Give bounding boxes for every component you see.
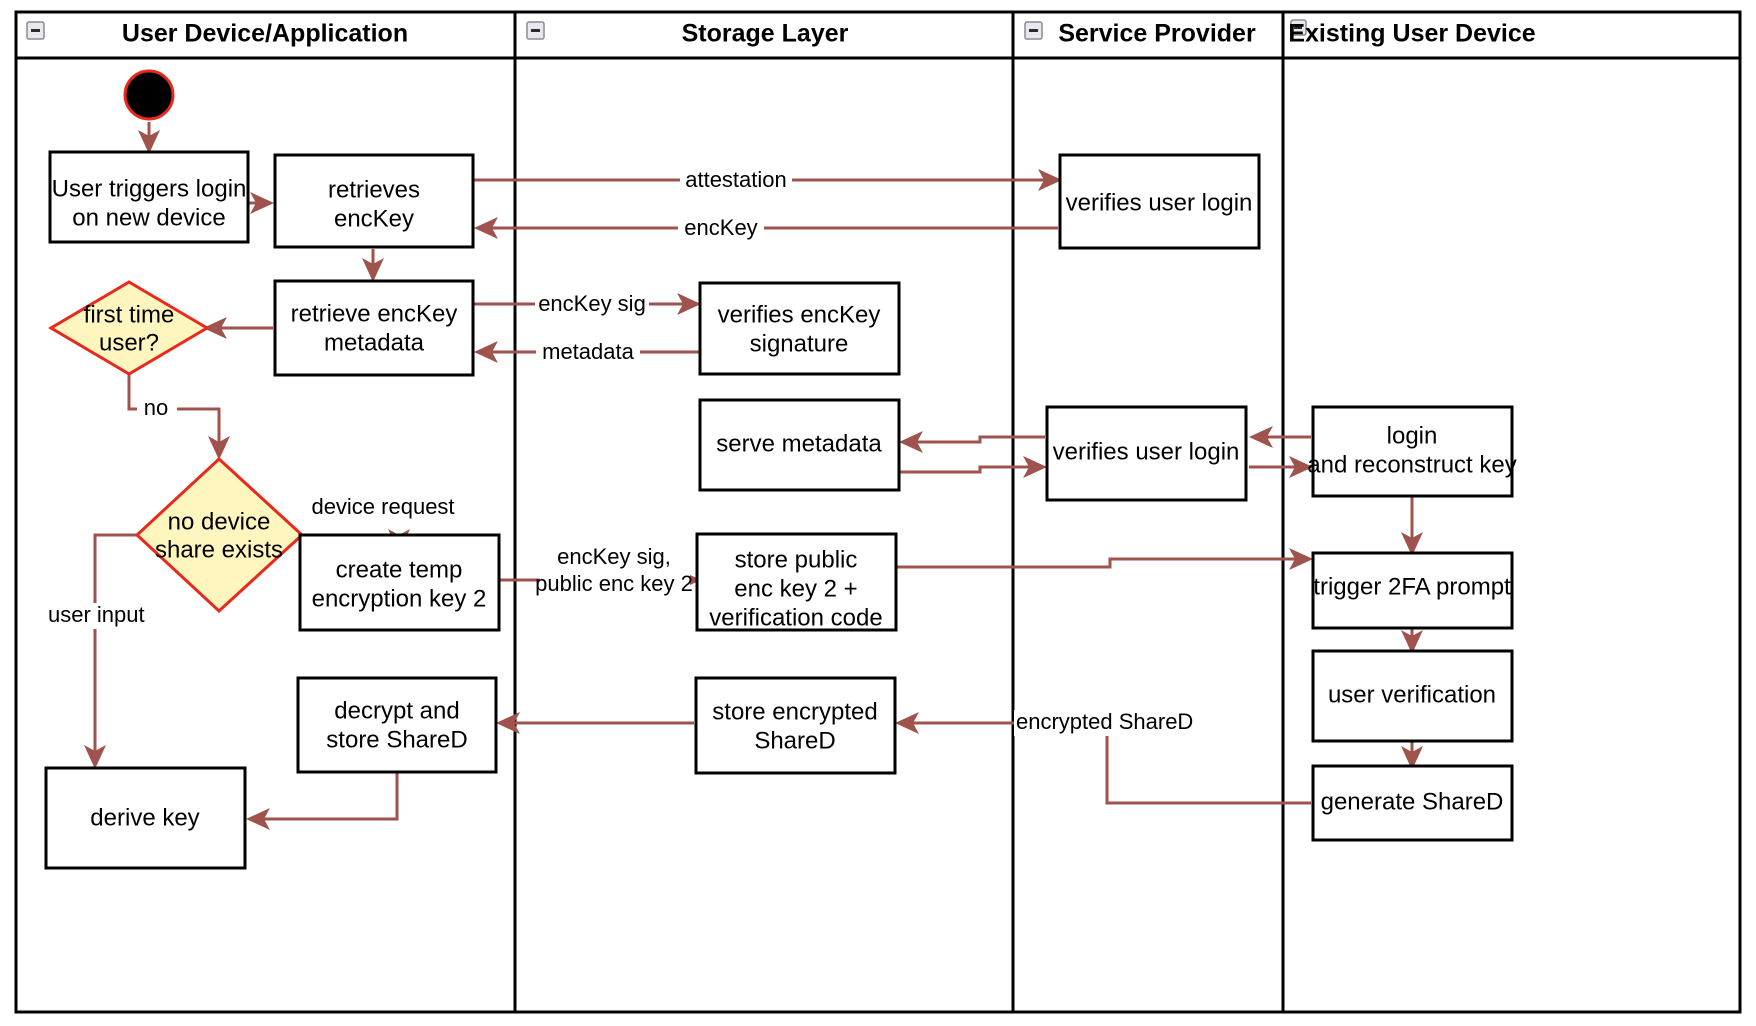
- decision-label-line: first time: [84, 301, 175, 328]
- activity-decrypt-and-store-shared[interactable]: decrypt and store ShareD: [296, 676, 498, 774]
- activity-label-line: retrieve encKey: [291, 300, 458, 327]
- activity-label-line: enc key 2 +: [734, 575, 857, 602]
- edge-user-input: [84, 533, 137, 769]
- edge-label-attestation: attestation: [685, 167, 787, 192]
- edge-labels: attestation encKey encKey sig metadata n…: [44, 167, 1193, 736]
- decision-label-line: user?: [99, 329, 159, 356]
- edge-decrypt-to-derive-key: [246, 772, 399, 830]
- activity-label-line: metadata: [324, 329, 425, 356]
- activity-store-public-enc-key-2[interactable]: store public enc key 2 + verification co…: [695, 532, 898, 632]
- decision-first-time-user[interactable]: first time user?: [48, 280, 210, 376]
- activity-label-line: serve metadata: [716, 430, 882, 457]
- activity-label-line: user verification: [1328, 681, 1496, 708]
- activity-create-temp-encryption-key-2[interactable]: create temp encryption key 2: [298, 533, 501, 632]
- activity-label-line: decrypt and: [334, 697, 459, 724]
- edge-label-user-input: user input: [48, 602, 145, 627]
- edge-label-device-request: device request: [311, 494, 454, 519]
- edge-verifies-2-to-serve-metadata: [899, 431, 1045, 453]
- activity-store-encrypted-shared[interactable]: store encrypted ShareD: [694, 676, 897, 775]
- activity-label-line: create temp: [336, 556, 463, 583]
- activity-label-line: store public: [735, 546, 858, 573]
- minus-icon[interactable]: [526, 21, 545, 40]
- activity-label-line: verifies user login: [1066, 189, 1253, 216]
- decision-label-line: share exists: [155, 536, 283, 563]
- lane-title-storage: Storage Layer: [682, 20, 849, 48]
- edge-label-enckey: encKey: [684, 215, 757, 240]
- edge-store-public-to-trigger-2fa: [896, 548, 1313, 570]
- activity-user-verification[interactable]: user verification: [1311, 649, 1514, 743]
- activity-label-line: signature: [750, 330, 849, 357]
- minus-icon[interactable]: [26, 21, 45, 40]
- activity-serve-metadata[interactable]: serve metadata: [698, 398, 901, 492]
- activity-label-line: ShareD: [754, 727, 835, 754]
- activity-label-line: generate ShareD: [1321, 788, 1504, 815]
- activity-label-line: verification code: [709, 604, 882, 631]
- edge-label-enckey-sig: encKey sig: [538, 291, 646, 316]
- activity-generate-shared[interactable]: generate ShareD: [1311, 764, 1514, 842]
- initial-node[interactable]: [123, 69, 175, 121]
- decision-label-line: no device: [168, 508, 271, 535]
- edge-serve-metadata-to-verifies-2: [898, 456, 1047, 478]
- lane-title-user-device: User Device/Application: [122, 20, 408, 48]
- activity-retrieves-enckey[interactable]: retrieves encKey: [273, 153, 475, 249]
- activity-label-line: and reconstruct key: [1307, 451, 1516, 478]
- activity-retrieve-enckey-metadata[interactable]: retrieve encKey metadata: [273, 279, 475, 377]
- edge-label-enckey-sig-pub-2: public enc key 2: [535, 571, 693, 596]
- activity-label-line: on new device: [72, 204, 225, 231]
- activity-verifies-user-login-2[interactable]: verifies user login: [1045, 405, 1248, 502]
- lane-header-service-provider[interactable]: Service Provider: [1024, 20, 1256, 48]
- activity-label-line: store ShareD: [326, 726, 467, 753]
- edge-label-encrypted-shared: encrypted ShareD: [1016, 709, 1193, 734]
- lane-title-service-provider: Service Provider: [1058, 20, 1256, 48]
- activity-verifies-enckey-signature[interactable]: verifies encKey signature: [698, 281, 901, 376]
- activity-label-line: trigger 2FA prompt: [1313, 573, 1511, 600]
- activity-login-and-reconstruct-key[interactable]: login and reconstruct key: [1307, 405, 1517, 498]
- activity-label-line: User triggers login: [52, 175, 247, 202]
- activity-label-line: verifies user login: [1053, 438, 1240, 465]
- activity-label-line: encryption key 2: [312, 585, 487, 612]
- lane-header-storage[interactable]: Storage Layer: [526, 20, 849, 48]
- decision-no-device-share-exists[interactable]: no device share exists: [134, 456, 305, 614]
- activity-trigger-2fa-prompt[interactable]: trigger 2FA prompt: [1311, 551, 1514, 630]
- minus-icon[interactable]: [1024, 21, 1043, 40]
- activity-label-line: encKey: [334, 205, 414, 232]
- lane-header-user-device[interactable]: User Device/Application: [26, 20, 408, 48]
- lane-title-existing-device: Existing User Device: [1288, 20, 1535, 48]
- activity-user-triggers-login[interactable]: User triggers login on new device: [48, 150, 250, 244]
- activity-derive-key[interactable]: derive key: [44, 766, 247, 870]
- activity-label-line: derive key: [90, 804, 199, 831]
- activity-label-line: store encrypted: [712, 698, 877, 725]
- activity-label-line: verifies encKey: [718, 301, 881, 328]
- activity-label-line: login: [1387, 422, 1438, 449]
- edge-label-no: no: [144, 395, 168, 420]
- edge-label-enckey-sig-pub-1: encKey sig,: [557, 544, 671, 569]
- activity-verifies-user-login-1[interactable]: verifies user login: [1058, 153, 1261, 250]
- swimlane-frame: [14, 10, 1742, 1014]
- activity-label-line: retrieves: [328, 176, 420, 203]
- lane-header-existing-device[interactable]: Existing User Device: [1288, 19, 1536, 48]
- edge-label-metadata: metadata: [542, 339, 634, 364]
- minus-icon[interactable]: [1290, 19, 1307, 36]
